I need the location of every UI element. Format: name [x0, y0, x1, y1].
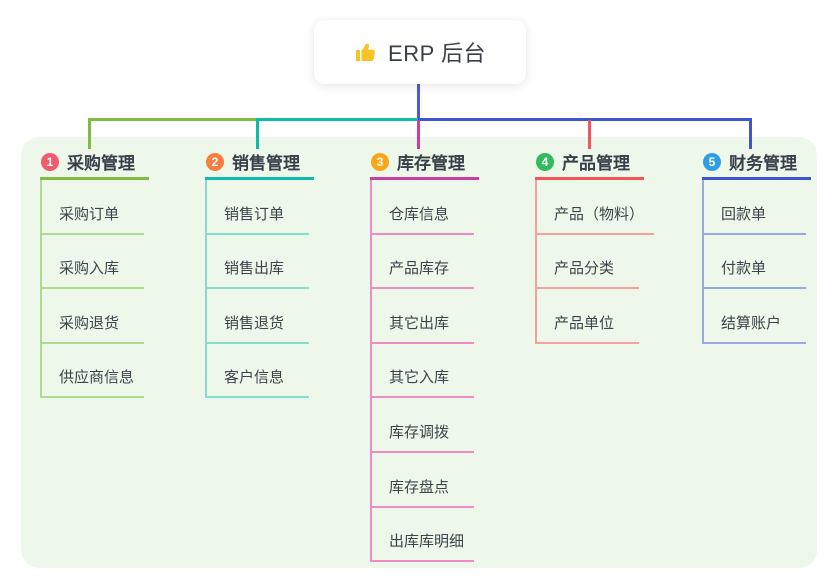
- mindmap-node[interactable]: 产品单位: [537, 289, 639, 344]
- connector-drop-branch5: [749, 118, 752, 149]
- connector-segment-branch5: [418, 118, 752, 121]
- branch-header-kucun[interactable]: 3 库存管理: [370, 149, 479, 180]
- mindmap-panel: [21, 137, 817, 568]
- connector-drop-branch1: [88, 118, 91, 149]
- mindmap-node[interactable]: 销售出库: [207, 235, 309, 290]
- mindmap-node[interactable]: 销售订单: [207, 180, 309, 235]
- branch-number-badge: 2: [206, 152, 224, 171]
- branch-header-xiaoshou[interactable]: 2 销售管理: [205, 149, 314, 180]
- mindmap-node[interactable]: 结算账户: [704, 289, 806, 344]
- root-node-label: ERP 后台: [388, 41, 486, 66]
- mindmap-node[interactable]: 其它入库: [372, 344, 474, 399]
- branch-items-chanpin: 产品（物料） 产品分类 产品单位: [535, 180, 655, 344]
- connector-segment-branch1: [88, 118, 259, 121]
- mindmap-node[interactable]: 销售退货: [207, 289, 309, 344]
- mindmap-node[interactable]: 采购订单: [42, 180, 144, 235]
- branch-label: 财务管理: [729, 154, 797, 173]
- mindmap-node[interactable]: 产品分类: [537, 235, 639, 290]
- branch-number-badge: 1: [41, 152, 59, 171]
- mindmap-node[interactable]: 仓库信息: [372, 180, 474, 235]
- connector-drop-branch2: [256, 118, 259, 149]
- mindmap-node[interactable]: 出库库明细: [372, 508, 475, 563]
- mindmap-node[interactable]: 产品库存: [372, 235, 474, 290]
- branch-number-badge: 4: [536, 152, 554, 171]
- branch-header-caigou[interactable]: 1 采购管理: [40, 149, 149, 180]
- mindmap-node[interactable]: 客户信息: [207, 344, 309, 399]
- mindmap-node[interactable]: 库存盘点: [372, 453, 474, 508]
- root-connector-line: [417, 84, 420, 119]
- branch-items-caiwu: 回款单 付款单 结算账户: [702, 180, 806, 344]
- mindmap-node[interactable]: 其它出库: [372, 289, 474, 344]
- branch-label: 采购管理: [67, 154, 135, 173]
- mindmap-node[interactable]: 付款单: [704, 235, 806, 290]
- thumbs-up-icon: [354, 40, 378, 64]
- branch-header-caiwu[interactable]: 5 财务管理: [702, 149, 811, 180]
- branch-items-caigou: 采购订单 采购入库 采购退货 供应商信息: [40, 180, 145, 399]
- mindmap-node[interactable]: 回款单: [704, 180, 806, 235]
- branch-label: 销售管理: [232, 154, 300, 173]
- branch-items-kucun: 仓库信息 产品库存 其它出库 其它入库 库存调拨 库存盘点 出库库明细: [370, 180, 475, 563]
- mindmap-node[interactable]: 库存调拨: [372, 398, 474, 453]
- connector-drop-branch3: [417, 120, 420, 149]
- connector-drop-branch4: [588, 120, 591, 149]
- mindmap-node[interactable]: 采购入库: [42, 235, 144, 290]
- branch-label: 库存管理: [397, 154, 465, 173]
- mindmap-node[interactable]: 产品（物料）: [537, 180, 655, 235]
- root-node[interactable]: ERP 后台: [314, 20, 526, 84]
- connector-segment-branch2: [256, 118, 420, 121]
- branch-number-badge: 5: [703, 152, 721, 171]
- branch-header-chanpin[interactable]: 4 产品管理: [535, 149, 644, 180]
- mindmap-node[interactable]: 采购退货: [42, 289, 144, 344]
- branch-items-xiaoshou: 销售订单 销售出库 销售退货 客户信息: [205, 180, 309, 399]
- branch-number-badge: 3: [371, 152, 389, 171]
- branch-label: 产品管理: [562, 154, 630, 173]
- mindmap-node[interactable]: 供应商信息: [42, 344, 145, 399]
